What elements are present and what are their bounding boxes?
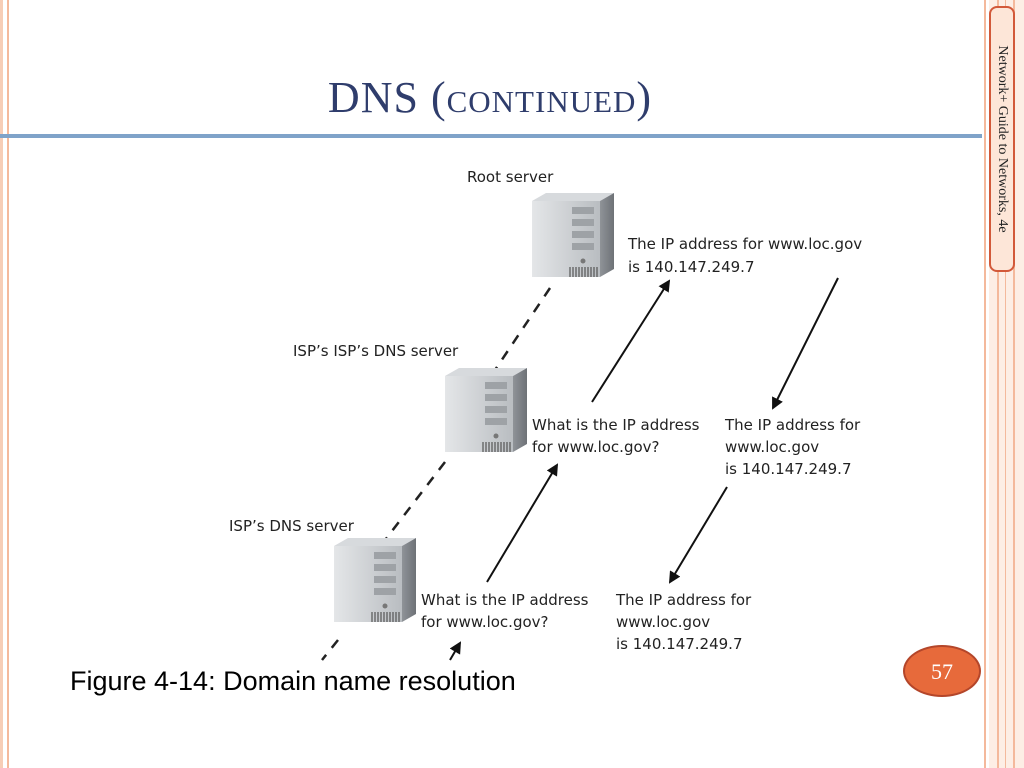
- left-stripe-inner: [7, 0, 9, 768]
- query-upper-text: What is the IP address for www.loc.gov?: [532, 416, 704, 456]
- right-stripe-4: [1005, 0, 1006, 768]
- side-label-box: Network+ Guide to Networks, 4e: [989, 6, 1015, 272]
- root-reply-line-1: The IP address for www.loc.gov: [627, 235, 862, 253]
- reply-lower-text: The IP address for www.loc.gov is 140.14…: [615, 591, 756, 653]
- query-upper-line-2: for www.loc.gov?: [532, 438, 660, 456]
- reply-middle-line-1: The IP address for: [724, 416, 861, 434]
- query-lower-line-1: What is the IP address: [421, 591, 589, 609]
- root-reply-line-2: is 140.147.249.7: [628, 258, 755, 276]
- arrow-query-to-isp2: [486, 463, 559, 583]
- reply-middle-line-3: is 140.147.249.7: [725, 460, 852, 478]
- reply-lower-line-2: www.loc.gov: [616, 613, 710, 631]
- dashed-link-root-isp2: [493, 287, 552, 371]
- query-lower-text: What is the IP address for www.loc.gov?: [421, 591, 593, 631]
- arrow-query-to-isp: [449, 641, 462, 661]
- right-stripe-1: [984, 0, 986, 768]
- reply-middle-text: The IP address for www.loc.gov is 140.14…: [724, 416, 865, 478]
- title-main: DNS (: [327, 73, 447, 122]
- right-stripe-3: [997, 0, 999, 768]
- title-rule: [0, 134, 982, 138]
- page-number-badge: 57: [903, 645, 981, 697]
- arrow-reply-from-root: [772, 277, 839, 410]
- arrow-query-to-root: [591, 279, 671, 403]
- isp-isp-dns-server-icon: [444, 367, 528, 453]
- slide-title: DNS (continued): [0, 72, 980, 123]
- isp-isp-dns-server-label: ISP’s ISP’s DNS server: [293, 342, 459, 360]
- root-server-icon: [531, 192, 615, 278]
- dashed-link-isp-client: [321, 639, 339, 661]
- query-lower-line-2: for www.loc.gov?: [421, 613, 549, 631]
- right-stripe-5: [1013, 0, 1015, 768]
- reply-lower-line-3: is 140.147.249.7: [616, 635, 743, 653]
- figure-caption: Figure 4-14: Domain name resolution: [70, 666, 516, 696]
- title-small-caps: continued: [446, 73, 637, 122]
- dashed-link-isp2-isp: [381, 461, 446, 545]
- title-close: ): [636, 73, 653, 122]
- query-upper-line-1: What is the IP address: [532, 416, 700, 434]
- reply-lower-line-1: The IP address for: [615, 591, 752, 609]
- left-stripe-outer: [0, 0, 3, 768]
- root-server-label: Root server: [467, 168, 554, 186]
- isp-dns-server-icon: [333, 537, 417, 623]
- reply-middle-line-2: www.loc.gov: [725, 438, 819, 456]
- isp-dns-server-label: ISP’s DNS server: [229, 517, 355, 535]
- arrow-reply-from-isp2: [668, 486, 728, 584]
- root-reply-text: The IP address for www.loc.gov is 140.14…: [627, 235, 867, 276]
- page-number: 57: [931, 659, 953, 684]
